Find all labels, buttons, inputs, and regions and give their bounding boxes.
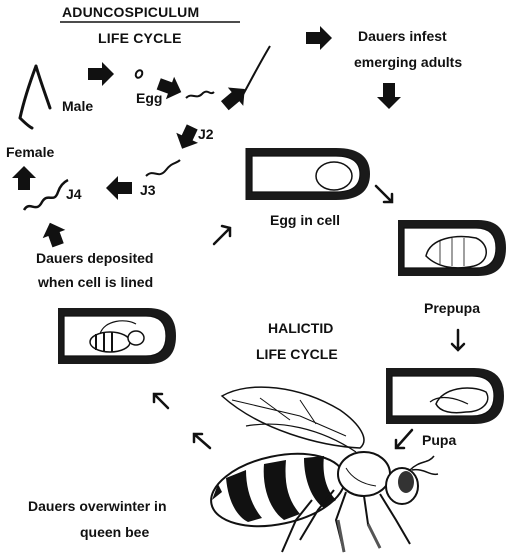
arrow-pupa-left: [396, 430, 412, 448]
arrow-j3-to-j4: [106, 176, 132, 200]
label-j2: J2: [198, 126, 214, 142]
egg-icon: [134, 69, 143, 79]
brood-cell-egg: [246, 148, 370, 200]
label-overwinter-line1: Dauers overwinter in: [28, 498, 167, 514]
male-nematode-icon: [20, 66, 50, 128]
label-female: Female: [6, 144, 54, 160]
label-dauers-deposited-line1: Dauers deposited: [36, 250, 153, 266]
arrow-cell-to-larva: [376, 186, 392, 202]
brood-cell-larva: [398, 220, 506, 276]
nematode-cycle-subtitle: LIFE CYCLE: [98, 30, 182, 46]
label-male: Male: [62, 98, 93, 114]
brood-cell-pupa: [386, 368, 504, 424]
label-j4: J4: [66, 186, 82, 202]
arrow-deposited-to-cell: [214, 226, 230, 244]
label-dauers-deposited-line2: when cell is lined: [38, 274, 153, 290]
label-dauers-infest-line1: Dauers infest: [358, 28, 447, 44]
arrow-infest-down: [377, 83, 401, 109]
j2-larva-icon: [186, 92, 214, 98]
arrow-deposited-up: [39, 219, 70, 250]
label-j3: J3: [140, 182, 156, 198]
arrow-to-dauers-infest: [306, 26, 332, 50]
label-egg: Egg: [136, 90, 162, 106]
label-dauers-infest-line2: emerging adults: [354, 54, 462, 70]
label-egg-in-cell: Egg in cell: [270, 212, 340, 228]
arrow-prepupa-down: [452, 330, 464, 350]
bee-cycle-subtitle: LIFE CYCLE: [256, 346, 338, 362]
arrow-queen-to-cell-1: [194, 434, 210, 448]
dauer-larva-icon: [240, 46, 270, 100]
nematode-cycle-title: ADUNCOSPICULUM: [62, 4, 199, 20]
j4-larva-icon: [24, 180, 68, 210]
arrow-queen-to-cell-2: [154, 394, 168, 408]
bee-cycle-title: HALICTID: [268, 320, 333, 336]
j3-larva-icon: [146, 160, 180, 176]
arrow-j4-to-female: [12, 166, 36, 190]
brood-cell-adult: [58, 308, 176, 364]
label-pupa: Pupa: [422, 432, 456, 448]
label-overwinter-line2: queen bee: [80, 524, 149, 540]
arrow-male-to-egg: [88, 62, 114, 86]
label-prepupa: Prepupa: [424, 300, 480, 316]
